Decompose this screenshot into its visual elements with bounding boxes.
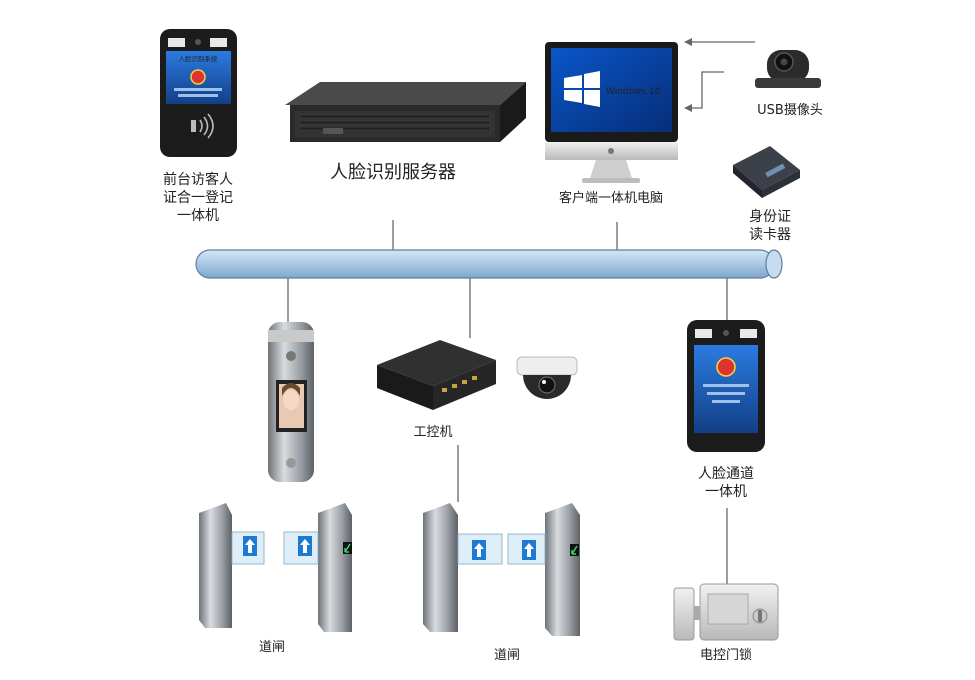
lock-label: 电控门锁 xyxy=(700,647,752,663)
kiosk-screen-title: 人脸识别系统 xyxy=(179,54,219,63)
usb-camera-label: USB摄像头 xyxy=(757,103,823,118)
usb-camera xyxy=(755,50,821,88)
connector-lines xyxy=(287,41,755,584)
id-reader-label-line2: 读卡器 xyxy=(749,226,791,243)
apple-logo-icon xyxy=(608,148,614,154)
network-bus xyxy=(195,249,783,279)
front-desk-kiosk: 人脸识别系统 VRT xyxy=(160,29,237,157)
id-reader-label-line1: 身份证 xyxy=(749,209,791,225)
dome-camera xyxy=(516,356,578,399)
channel-kiosk-label-line1: 人脸通道 xyxy=(698,466,754,482)
server-label: 人脸识别服务器 xyxy=(330,162,456,183)
kiosk-brand: VRT xyxy=(193,147,204,153)
electric-lock xyxy=(673,583,779,641)
front-kiosk-label-line3: 一体机 xyxy=(177,208,219,224)
front-kiosk-label-line2: 证合一登记 xyxy=(163,190,233,206)
turnstile-right xyxy=(423,503,580,636)
police-emblem-icon-2 xyxy=(716,357,736,377)
front-kiosk-label-line1: 前台访客人 xyxy=(163,171,233,188)
channel-kiosk-screen-title: 人脸识别系统 xyxy=(705,440,747,449)
client-pc: Windows 10 xyxy=(545,42,678,183)
windows-logo-icon xyxy=(564,71,600,107)
arrow-heads xyxy=(684,38,692,112)
face-terminal-pillar xyxy=(268,322,314,482)
pc-screen-text: Windows 10 xyxy=(606,87,661,97)
gate-right-label: 道闸 xyxy=(494,648,520,663)
pc-label: 客户端一体机电脑 xyxy=(559,190,663,206)
industrial-pc xyxy=(377,340,496,410)
police-emblem-icon xyxy=(190,69,206,85)
gate-left-label: 道闸 xyxy=(259,640,285,655)
id-card-reader xyxy=(733,146,800,198)
nfc-icon xyxy=(191,113,214,139)
channel-kiosk-label-line2: 一体机 xyxy=(705,484,747,500)
ipc-label: 工控机 xyxy=(413,425,452,440)
channel-kiosk: 人脸识别系统 xyxy=(687,320,765,452)
turnstile-left xyxy=(199,503,352,632)
face-recognition-server xyxy=(285,82,526,142)
